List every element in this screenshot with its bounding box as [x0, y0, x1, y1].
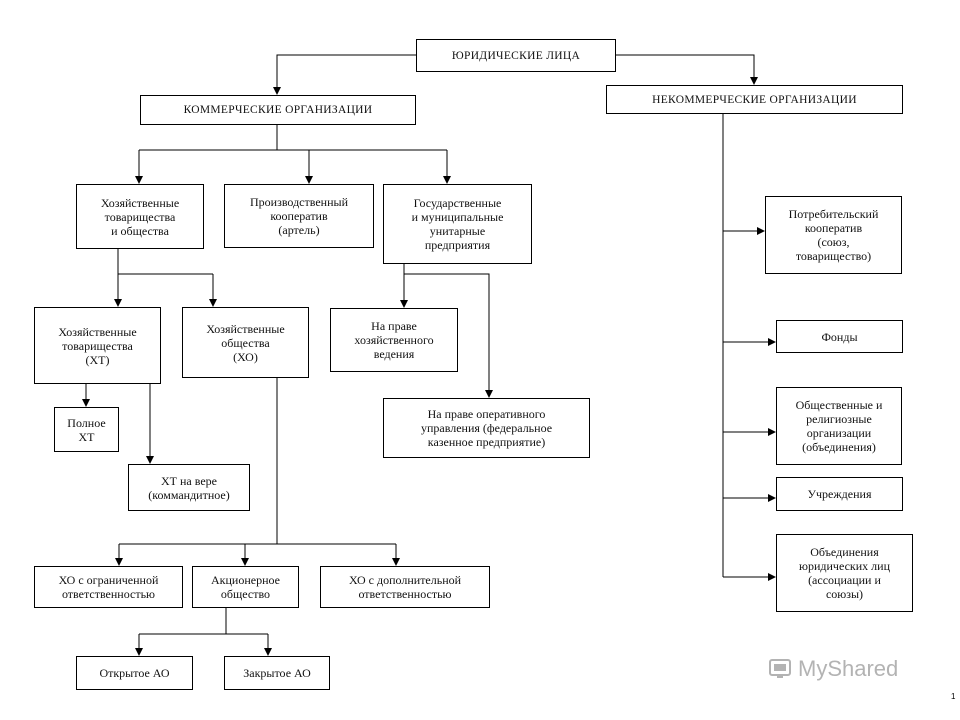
node-potreb-koop: Потребительский кооператив (союз, товари…: [765, 196, 902, 274]
node-zakr-ao: Закрытое АО: [224, 656, 330, 690]
node-pravo-oper-upr: На праве оперативного управления (федера…: [383, 398, 590, 458]
node-hoz-obsh-ho: Хозяйственные общества (ХО): [182, 307, 309, 378]
myshared-brand-text: MyShared: [798, 656, 899, 681]
myshared-watermark: MyShared: [768, 656, 898, 682]
node-obsh-relig: Общественные и религиозные организации (…: [776, 387, 902, 465]
node-uchrezhdeniya: Учреждения: [776, 477, 903, 511]
node-ht-na-vere: ХТ на вере (коммандитное): [128, 464, 250, 511]
node-hoz-tov-ht: Хозяйственные товарищества (ХТ): [34, 307, 161, 384]
node-yuridicheskie-litsa: ЮРИДИЧЕСКИЕ ЛИЦА: [416, 39, 616, 72]
myshared-logo-icon: [769, 659, 791, 678]
connector-root-commercial: [273, 54, 416, 95]
connector-root-noncommercial: [616, 54, 758, 85]
node-hoz-tov-obsh: Хозяйственные товарищества и общества: [76, 184, 204, 249]
node-ho-dop-otv: ХО с дополнительной ответственностью: [320, 566, 490, 608]
node-nekommercheskie: НЕКОММЕРЧЕСКИЕ ОРГАНИЗАЦИИ: [606, 85, 903, 114]
page-number: 1: [951, 692, 956, 701]
node-polnoe-ht: Полное ХТ: [54, 407, 119, 452]
node-akts-obsh: Акционерное общество: [192, 566, 299, 608]
node-otkr-ao: Открытое АО: [76, 656, 193, 690]
node-pravo-hoz-ved: На праве хозяйственного ведения: [330, 308, 458, 372]
node-fondy: Фонды: [776, 320, 903, 353]
node-ho-ogr-otv: ХО с ограниченной ответственностью: [34, 566, 183, 608]
node-kommercheskie: КОММЕРЧЕСКИЕ ОРГАНИЗАЦИИ: [140, 95, 416, 125]
node-gos-mun-unit: Государственные и муниципальные унитарны…: [383, 184, 532, 264]
connector-gos-operupr: [404, 273, 493, 398]
node-proizv-koop: Производственный кооператив (артель): [224, 184, 374, 248]
node-obied-yur-lits: Объединения юридических лиц (ассоциации …: [776, 534, 913, 612]
